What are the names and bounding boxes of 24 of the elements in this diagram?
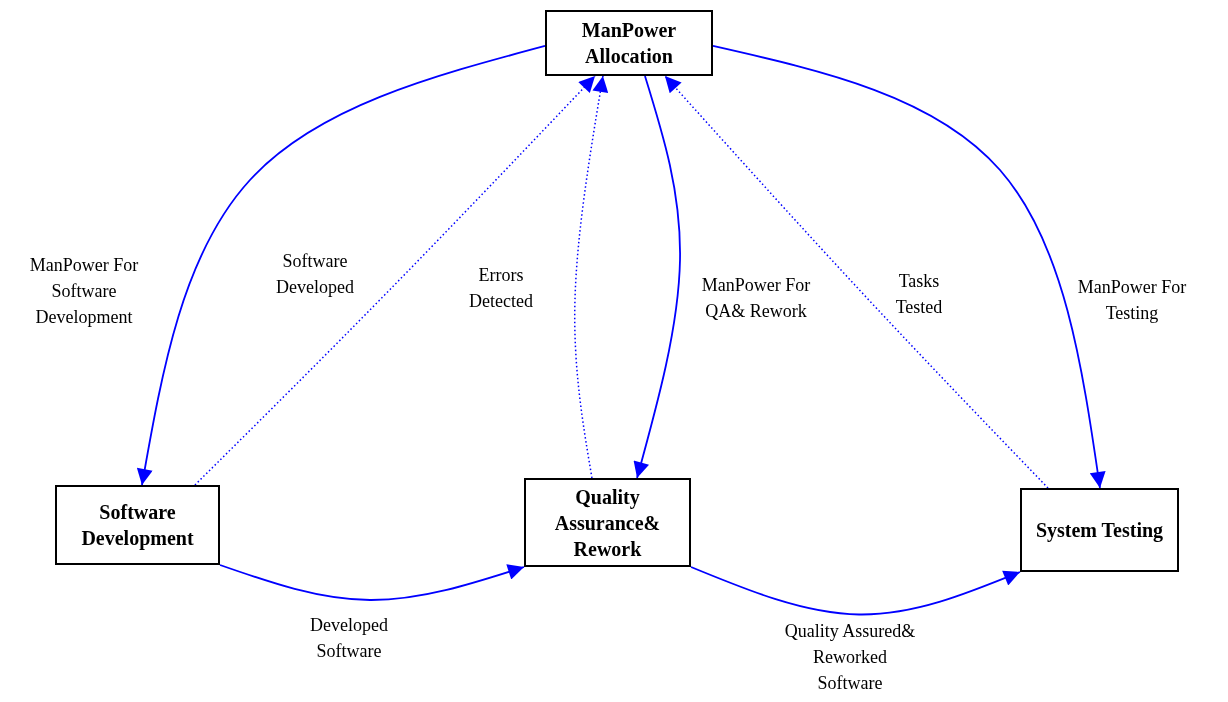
arrow xyxy=(136,45,546,486)
edge-label: Tasks Tested xyxy=(894,270,944,320)
edge-label: ManPower For QA& Rework xyxy=(700,274,812,324)
node-label: Software Development xyxy=(80,500,195,551)
edge-label: Software Developed xyxy=(275,250,355,300)
arrow xyxy=(690,566,1021,616)
node-label: System Testing xyxy=(1035,518,1164,543)
node-label: Quality Assurance& Rework xyxy=(553,484,662,562)
process-box xyxy=(1020,488,1179,572)
edge-label: ManPower For Testing xyxy=(1076,276,1188,326)
edge-label: ManPower For Software Development xyxy=(28,254,140,330)
edge-label: Developed Software xyxy=(309,614,389,664)
process-box xyxy=(545,10,713,76)
process-box xyxy=(55,485,220,565)
arrow xyxy=(219,564,525,601)
dotted-arrow xyxy=(574,75,609,479)
dotted-arrow xyxy=(194,75,596,486)
node-label: ManPower Allocation xyxy=(580,18,678,69)
arrow xyxy=(712,45,1106,489)
edge-label: Errors Detected xyxy=(468,264,534,314)
edge-label: Quality Assured& Reworked Software xyxy=(783,620,917,696)
process-box xyxy=(524,478,691,567)
arrow xyxy=(633,75,681,479)
dotted-arrow xyxy=(664,75,1049,489)
